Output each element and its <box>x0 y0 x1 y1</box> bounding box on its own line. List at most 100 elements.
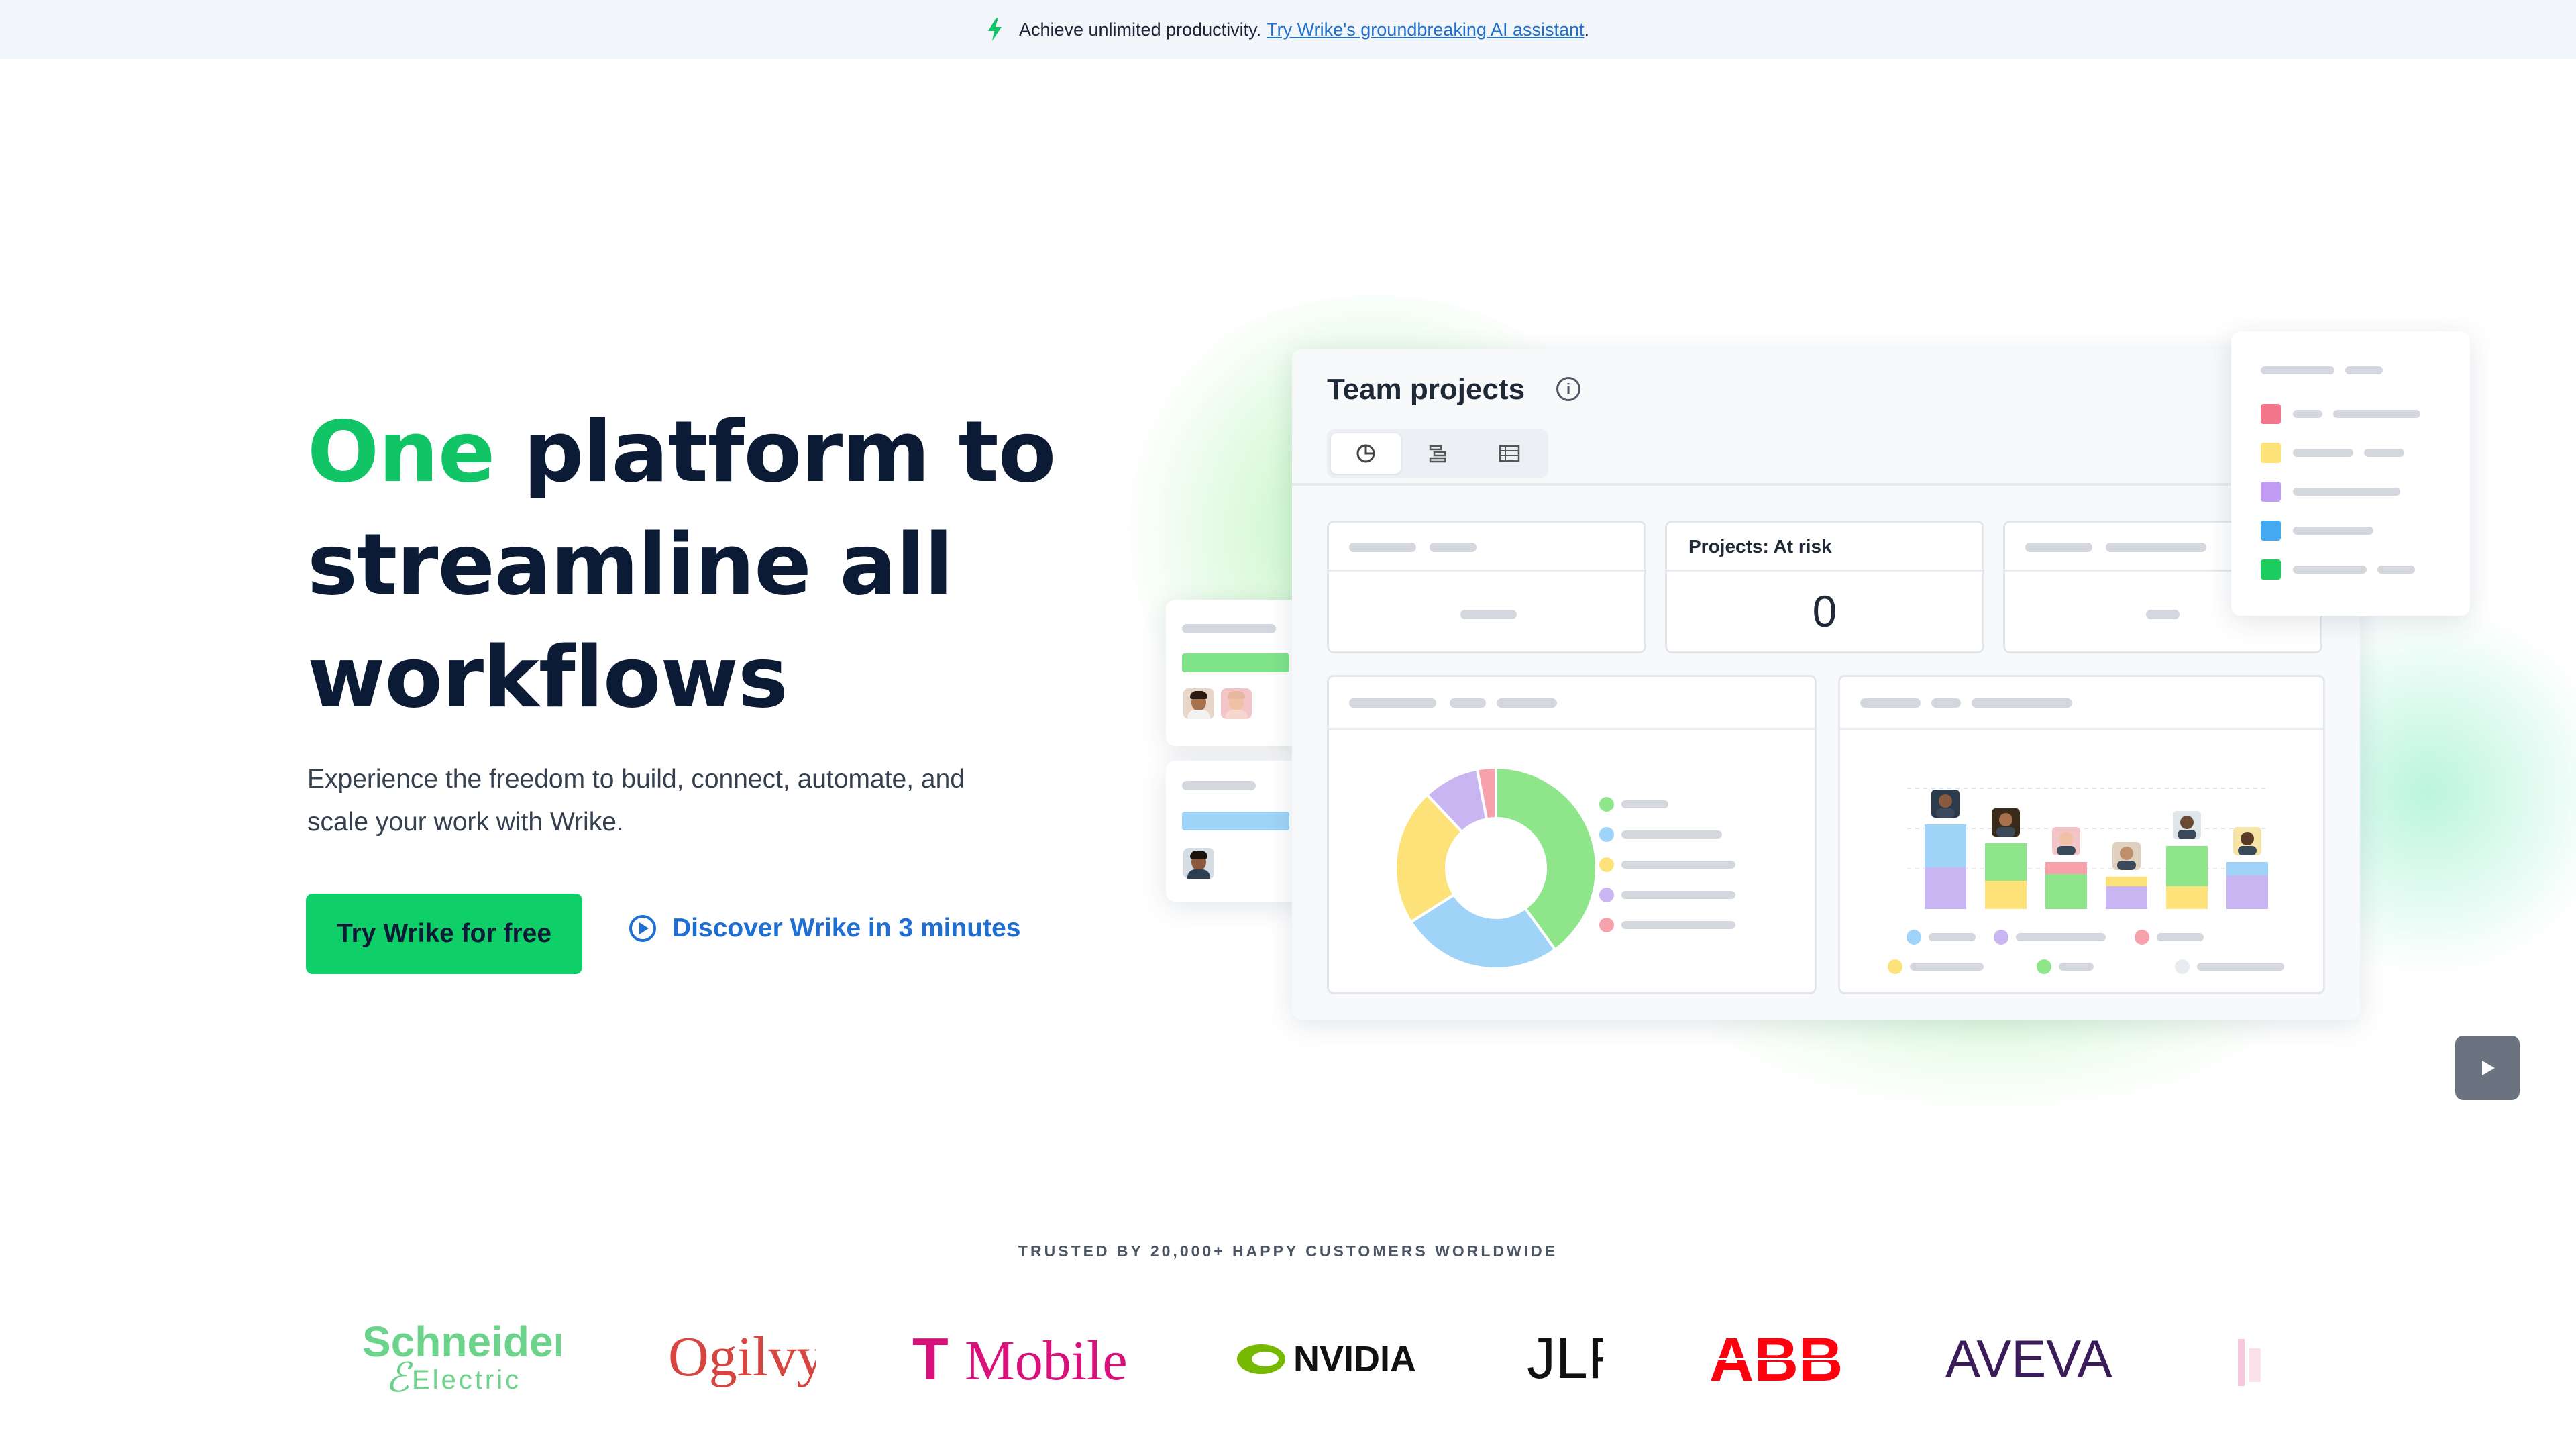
bar-segment <box>2106 886 2147 909</box>
ogilvy-logo: Ogilvy <box>668 1315 816 1402</box>
tab-chart-view[interactable] <box>1331 433 1401 474</box>
svg-text:ℰ: ℰ <box>385 1356 413 1395</box>
gantt-icon <box>1429 445 1446 463</box>
bar-segment <box>2226 875 2268 909</box>
legend-list <box>2261 366 2420 580</box>
nvidia-logo: NVIDIA <box>1234 1315 1422 1402</box>
avatar <box>1183 688 1214 719</box>
lightning-icon <box>987 18 1002 41</box>
hero-title-line2: streamline all <box>307 515 953 614</box>
color-swatch <box>2261 404 2281 424</box>
bar-chart-panel <box>1838 675 2325 994</box>
legend-placeholder <box>1621 800 1668 808</box>
table-icon <box>1499 445 1520 462</box>
placeholder <box>2293 449 2353 457</box>
placeholder <box>2293 488 2400 496</box>
abb-logo: ABB <box>1709 1315 1850 1402</box>
hero-title-line3: workflows <box>307 628 788 727</box>
avatar-body <box>2117 861 2136 870</box>
avatar-face <box>1999 813 2012 826</box>
legend-dot <box>2135 930 2149 945</box>
floating-task-card <box>1166 761 1300 902</box>
aveva-logo: AVEVA <box>1945 1315 2140 1402</box>
nvidia-word: NVIDIA <box>1293 1339 1416 1379</box>
t-mobile-word: Mobile <box>965 1330 1128 1392</box>
legend-dot <box>2175 959 2190 974</box>
video-play-button[interactable] <box>2455 1036 2520 1100</box>
legend-placeholder <box>2157 933 2204 941</box>
discover-video-label: Discover Wrike in 3 minutes <box>672 914 1021 943</box>
electric-word: Electric <box>412 1365 521 1395</box>
floating-legend-card <box>2231 331 2470 616</box>
legend-dot <box>2037 959 2051 974</box>
avatar-face <box>2059 832 2073 845</box>
info-icon: i <box>1556 377 1580 401</box>
hero-subtitle-line2: scale your work with Wrike. <box>307 808 624 837</box>
trusted-label: TRUSTED BY 20,000+ HAPPY CUSTOMERS WORLD… <box>1018 1242 1558 1260</box>
avatar-face <box>1939 794 1952 808</box>
hero-title-line1: platform to <box>494 402 1056 501</box>
donut-chart-panel <box>1327 675 1817 994</box>
dashboard-title: Team projects <box>1327 373 1525 406</box>
t-mobile-t: T <box>912 1326 949 1392</box>
donut-slice <box>1475 765 1497 821</box>
kpi-card-at-risk: Projects: At risk 0 <box>1665 521 1984 653</box>
avatar <box>1221 688 1252 719</box>
play-circle-icon <box>629 915 656 942</box>
legend-placeholder <box>2041 933 2106 941</box>
banner-ai-link[interactable]: Try Wrike's groundbreaking AI assistant <box>1267 19 1585 40</box>
schneider-word: Schneider <box>362 1322 561 1366</box>
divider <box>1292 483 2360 486</box>
legend-placeholder <box>1910 963 1984 971</box>
donut-slice <box>1394 792 1464 924</box>
bar-segment <box>2045 874 2087 909</box>
avatar-face <box>2241 832 2254 845</box>
bar-segment <box>2166 846 2208 886</box>
color-swatch <box>2261 482 2281 502</box>
announcement-bar: Achieve unlimited productivity. Try Wrik… <box>0 0 2576 59</box>
placeholder <box>2364 449 2404 457</box>
avatar-body <box>2178 830 2196 839</box>
donut-slice <box>1409 892 1557 970</box>
view-tabs <box>1327 429 1548 478</box>
legend-placeholder <box>1621 891 1735 899</box>
play-icon <box>2482 1061 2495 1075</box>
legend-dot <box>1599 857 1614 872</box>
placeholder <box>2293 566 2367 574</box>
kpi-value: 0 <box>1812 586 1837 636</box>
legend-placeholder <box>2059 963 2094 971</box>
legend-dot <box>1888 959 1902 974</box>
placeholder <box>2293 410 2322 418</box>
schneider-electric-logo: Schneider Electric ℰ <box>360 1315 561 1402</box>
tab-gantt-view[interactable] <box>1403 433 1473 474</box>
avatar-body <box>1996 827 2015 837</box>
bar-segment <box>2226 862 2268 875</box>
placeholder <box>2345 366 2383 374</box>
avatar-face <box>2120 847 2133 860</box>
bar-segment <box>1925 824 1966 867</box>
bar-segment <box>1925 867 1966 909</box>
hero-title: One platform to streamline all workflows <box>307 396 1112 734</box>
donut-chart <box>1394 765 1598 970</box>
legend-placeholder <box>2197 963 2284 971</box>
try-free-button[interactable]: Try Wrike for free <box>306 894 582 974</box>
kpi-card <box>1327 521 1646 653</box>
tab-table-view[interactable] <box>1474 433 1544 474</box>
legend-dot <box>1599 888 1614 902</box>
color-swatch <box>2261 443 2281 463</box>
legend-dot <box>1599 827 1614 842</box>
avatar-body <box>2057 846 2076 855</box>
bar-segment <box>2045 862 2087 874</box>
partial-logo <box>2234 1315 2274 1402</box>
customer-logos: Schneider Electric ℰ Ogilvy T Mobile NVI… <box>0 1315 2576 1402</box>
avatar-body <box>1936 808 1955 818</box>
stacked-bar-chart <box>1888 788 2284 974</box>
legend-dot <box>1994 930 2008 945</box>
discover-video-link[interactable]: Discover Wrike in 3 minutes <box>628 914 1020 943</box>
avatar-body <box>2238 846 2257 855</box>
placeholder <box>2333 410 2420 418</box>
placeholder <box>2261 366 2334 374</box>
legend-placeholder <box>1621 921 1735 929</box>
jlr-word: JLR <box>1527 1326 1603 1391</box>
pie-chart-icon <box>1356 444 1375 463</box>
